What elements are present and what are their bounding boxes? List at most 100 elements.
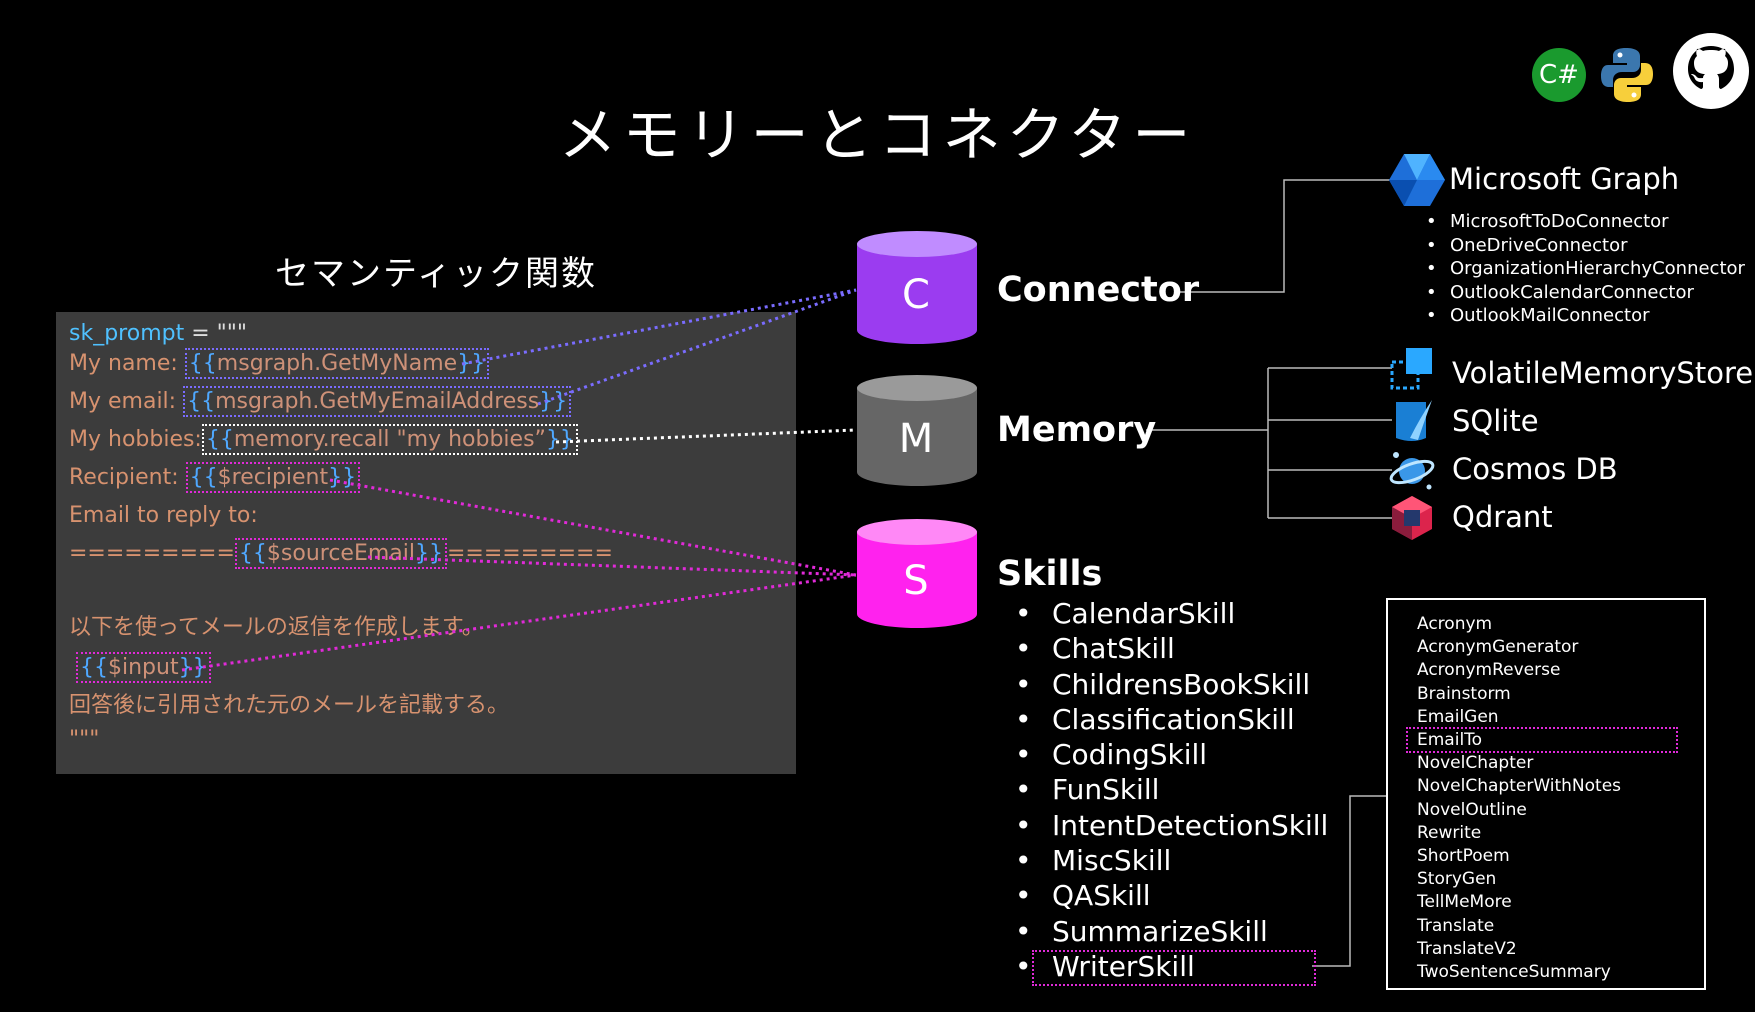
list-item: CodingSkill xyxy=(1010,737,1328,773)
list-item: ShortPoem xyxy=(1417,846,1510,867)
memory-letter: M xyxy=(898,416,934,462)
connector-database-icon xyxy=(857,231,977,344)
name-to-connector-line xyxy=(461,288,857,366)
code-line-recipient: Recipient: {{$recipient}} xyxy=(69,462,361,493)
source-to-skills-line xyxy=(367,555,857,577)
code-line-end: """ xyxy=(69,726,99,754)
end-quote: """ xyxy=(69,727,100,752)
list-item: TellMeMore xyxy=(1417,892,1512,913)
name-label: My name: xyxy=(69,351,185,376)
email-function: msgraph.GetMyEmailAddress xyxy=(215,389,540,414)
brace-open: {{ xyxy=(80,655,108,680)
brace-close: }} xyxy=(178,655,207,680)
source-email-box: {{$sourceEmail}} xyxy=(234,538,447,569)
list-item: NovelChapter xyxy=(1417,753,1534,774)
list-item: ChatSkill xyxy=(1010,631,1328,667)
recipient-variable-box: {{$recipient}} xyxy=(185,462,361,493)
list-item: ChildrensBookSkill xyxy=(1010,667,1328,703)
list-item: AcronymGenerator xyxy=(1417,637,1579,658)
skills-letter: S xyxy=(903,558,929,604)
email-to-highlight xyxy=(1406,727,1678,753)
memory-store-qdrant: Qdrant xyxy=(1452,500,1553,534)
code-line-input: {{$input}} xyxy=(76,652,211,683)
connector-list: MicrosoftToDoConnector OneDriveConnector… xyxy=(1422,210,1745,328)
input-variable: $input xyxy=(108,655,179,680)
code-line-footer: 回答後に引用された元のメールを記載する。 xyxy=(69,692,509,720)
skills-list: CalendarSkill ChatSkill ChildrensBookSki… xyxy=(1010,596,1328,985)
list-item: EmailTo xyxy=(1417,730,1483,751)
list-item: OutlookCalendarConnector xyxy=(1422,281,1745,305)
list-item: OrganizationHierarchyConnector xyxy=(1422,257,1745,281)
connector-heading: Connector xyxy=(997,270,1200,310)
recipient-label: Recipient: xyxy=(69,465,186,490)
hobbies-label: My hobbies: xyxy=(69,427,202,452)
source-email-variable: $sourceEmail xyxy=(266,541,415,566)
brace-open: {{ xyxy=(187,389,216,414)
list-item: MicrosoftToDoConnector xyxy=(1422,210,1745,234)
list-item: Brainstorm xyxy=(1417,683,1511,704)
separator-left: ========= xyxy=(69,541,235,566)
hobbies-to-memory-line xyxy=(555,428,857,444)
brace-open: {{ xyxy=(238,541,267,566)
brace-close: }} xyxy=(545,427,574,452)
code-line-instruction: 以下を使ってメールの返信を作成します。 xyxy=(69,614,484,642)
list-item: MiscSkill xyxy=(1010,843,1328,879)
reply-label: Email to reply to: xyxy=(69,503,258,528)
list-item: NovelOutline xyxy=(1417,799,1527,820)
footer-note: 回答後に引用された元のメールを記載する。 xyxy=(69,693,510,718)
microsoft-graph-title: Microsoft Graph xyxy=(1449,162,1680,196)
list-item: EmailGen xyxy=(1417,706,1499,727)
connector-to-graph-line xyxy=(1180,179,1390,293)
memory-database-icon xyxy=(857,375,977,486)
list-item: CalendarSkill xyxy=(1010,596,1328,632)
volatile-memory-icon xyxy=(1390,348,1432,390)
memory-store-sqlite: SQlite xyxy=(1452,404,1539,438)
code-line-email: My email: {{msgraph.GetMyEmailAddress}} xyxy=(69,386,572,417)
writer-to-functions-line xyxy=(1312,795,1386,967)
code-line-prompt: sk_prompt = """ xyxy=(69,320,247,348)
list-item: WriterSkill xyxy=(1010,949,1328,985)
recipient-variable: $recipient xyxy=(217,465,329,490)
list-item: Translate xyxy=(1417,915,1495,936)
sqlite-icon xyxy=(1396,400,1432,441)
name-function: msgraph.GetMyName xyxy=(216,351,458,376)
brace-open: {{ xyxy=(188,351,217,376)
brace-open: {{ xyxy=(205,427,234,452)
hobbies-function-box: {{memory.recall "my hobbies”}} xyxy=(201,424,578,455)
writer-functions-list: Acronym AcronymGenerator AcronymReverse … xyxy=(1388,613,1704,984)
input-variable-box: {{$input}} xyxy=(76,652,211,683)
input-to-skills-line xyxy=(181,573,857,672)
list-item: StoryGen xyxy=(1417,869,1497,890)
list-item: OneDriveConnector xyxy=(1422,234,1745,258)
memory-store-cosmos: Cosmos DB xyxy=(1452,452,1618,486)
writer-skill-highlight xyxy=(1032,950,1316,986)
code-line-hobbies: My hobbies:{{memory.recall "my hobbies”}… xyxy=(69,424,578,455)
list-item: FunSkill xyxy=(1010,772,1328,808)
list-item: TwoSentenceSummary xyxy=(1417,962,1611,983)
skills-database-icon xyxy=(857,519,977,628)
email-function-box: {{msgraph.GetMyEmailAddress}} xyxy=(183,386,572,417)
cosmos-db-icon xyxy=(1389,452,1435,490)
code-panel: sk_prompt = """ My name: {{msgraph.GetMy… xyxy=(56,312,796,774)
list-item: OutlookMailConnector xyxy=(1422,304,1745,328)
brace-close: }} xyxy=(328,465,357,490)
list-item: Acronym xyxy=(1417,614,1493,634)
page-title: メモリーとコネクター xyxy=(558,101,1197,169)
recipient-to-skills-line xyxy=(329,478,857,577)
list-item: Rewrite xyxy=(1417,822,1482,843)
microsoft-graph-icon xyxy=(1389,154,1445,206)
list-item: NovelChapterWithNotes xyxy=(1417,776,1622,797)
writer-functions-panel: Acronym AcronymGenerator AcronymReverse … xyxy=(1386,598,1706,990)
csharp-icon: C# xyxy=(1532,48,1586,102)
email-label: My email: xyxy=(69,389,184,414)
hobbies-function: memory.recall "my hobbies” xyxy=(233,427,546,452)
list-item: QASkill xyxy=(1010,878,1328,914)
brace-close: }} xyxy=(415,541,443,566)
prompt-variable: sk_prompt xyxy=(69,321,185,346)
list-item: TranslateV2 xyxy=(1417,938,1517,959)
skills-heading: Skills xyxy=(997,554,1103,594)
connector-letter: C xyxy=(902,272,930,318)
brace-open: {{ xyxy=(189,465,218,490)
github-icon xyxy=(1673,33,1749,109)
